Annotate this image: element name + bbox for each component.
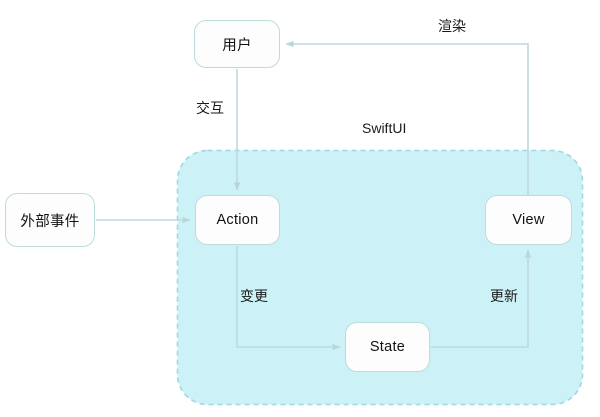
node-state-label: State: [369, 339, 406, 355]
node-state[interactable]: State: [345, 322, 430, 372]
edge-label-mutate: 变更: [240, 288, 268, 304]
edge-view-to-user: [285, 40, 529, 195]
edge-label-render: 渲染: [438, 18, 466, 34]
node-external-events-label: 外部事件: [20, 213, 80, 230]
node-view[interactable]: View: [485, 195, 572, 245]
node-action-label: Action: [216, 212, 259, 228]
node-action[interactable]: Action: [195, 195, 280, 245]
edge-label-interact: 交互: [196, 100, 224, 116]
node-user-label: 用户: [222, 37, 252, 54]
node-view-label: View: [512, 212, 545, 228]
edge-label-update: 更新: [490, 288, 518, 304]
node-external-events[interactable]: 外部事件: [5, 193, 95, 247]
node-user[interactable]: 用户: [194, 20, 280, 68]
edge-action-to-state: [236, 246, 341, 351]
swiftui-container-label: SwiftUI: [362, 120, 407, 136]
edge-state-to-view: [431, 249, 532, 348]
